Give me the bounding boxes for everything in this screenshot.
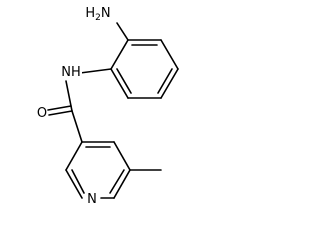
ring-b-double-bond-3 xyxy=(71,169,85,194)
amine-label-n: N xyxy=(101,6,111,21)
pyridine-ring xyxy=(65,141,131,199)
ring-a-bond-3 xyxy=(160,68,179,99)
ring-a-bond-5 xyxy=(110,68,129,99)
ring-b-bond-5 xyxy=(65,169,83,199)
aryl-nh-bond xyxy=(79,68,112,74)
ring-a-double-bond-2 xyxy=(157,68,173,94)
amine-label-subscript: 2 xyxy=(95,13,101,23)
nh-label-bg xyxy=(60,64,82,79)
ring-b-bond-6 xyxy=(65,141,83,171)
ring-b-bond-3 xyxy=(113,169,131,199)
amine-bond xyxy=(116,22,129,41)
amide-nh-label: NH xyxy=(61,65,81,80)
carbonyl-bond-1 xyxy=(48,110,73,116)
carbonyl-o-label: O xyxy=(37,106,47,121)
ring-a-bond-6 xyxy=(110,39,129,70)
ring-a-bond-2 xyxy=(160,39,179,70)
aminophenyl-ring xyxy=(110,39,179,99)
carbonyl-bond-2 xyxy=(47,105,72,111)
ring-b-bond-2 xyxy=(113,141,131,171)
molecule-structure-diagram: H2N NH O N xyxy=(37,6,179,207)
ring-a-double-bond-3 xyxy=(116,68,132,94)
amine-label-h: H xyxy=(85,6,95,21)
pyridine-n-label: N xyxy=(87,192,97,207)
ring-b-double-bond-2 xyxy=(109,169,125,194)
carbonyl-pyridine-bond xyxy=(71,110,83,143)
amine-label: H2N xyxy=(85,6,110,23)
